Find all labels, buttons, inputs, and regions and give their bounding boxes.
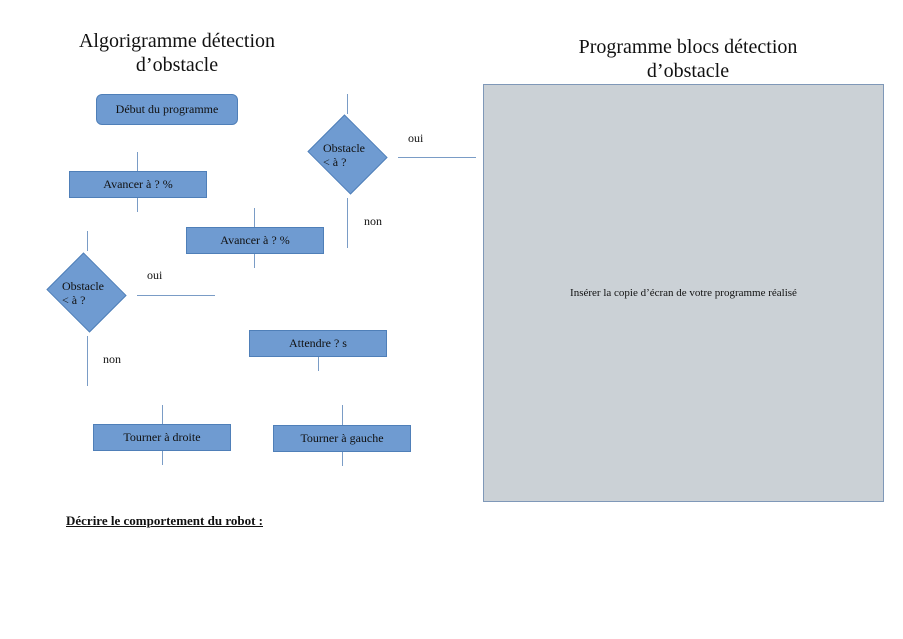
yes-label: oui: [408, 131, 424, 145]
connector-line: [137, 295, 215, 296]
left-title-line1: Algorigramme détection: [78, 30, 276, 52]
obstacle-decision-left[interactable]: Obstacle < à ?: [37, 250, 137, 336]
decision-label-line1: Obstacle: [62, 279, 104, 293]
decision-label-line1: Obstacle: [323, 141, 365, 155]
start-block[interactable]: Début du programme: [96, 94, 238, 125]
decision-label-line2: < à ?: [323, 155, 347, 169]
connector-line: [87, 336, 88, 386]
connector-line: [254, 208, 255, 228]
connector-line: [87, 231, 88, 251]
turn-right-block[interactable]: Tourner à droite: [93, 424, 231, 451]
connector-line: [347, 94, 348, 114]
connector-line: [137, 198, 138, 212]
connector-line: [398, 157, 476, 158]
right-title: Programme blocs détection d’obstacle: [553, 35, 823, 83]
decision-label-line2: < à ?: [62, 293, 86, 307]
no-label: non: [364, 214, 382, 228]
connector-line: [162, 405, 163, 425]
connector-line: [342, 452, 343, 466]
program-screenshot-placeholder[interactable]: Insérer la copie d’écran de votre progra…: [483, 84, 884, 502]
describe-robot-heading: Décrire le comportement du robot :: [66, 513, 263, 528]
connector-line: [342, 405, 343, 425]
right-title-line1: Programme blocs détection: [578, 36, 798, 58]
advance-block-2[interactable]: Avancer à ? %: [186, 227, 324, 254]
connector-line: [318, 357, 319, 371]
left-title: Algorigramme détection d’obstacle: [52, 29, 302, 77]
right-title-line2: d’obstacle: [646, 60, 730, 82]
wait-block[interactable]: Attendre ? s: [249, 330, 387, 357]
connector-line: [254, 254, 255, 268]
no-label: non: [103, 352, 121, 366]
connector-line: [347, 198, 348, 248]
advance-block-1[interactable]: Avancer à ? %: [69, 171, 207, 198]
yes-label: oui: [147, 268, 163, 282]
connector-line: [162, 451, 163, 465]
left-title-line2: d’obstacle: [135, 54, 219, 76]
obstacle-decision-top[interactable]: Obstacle < à ?: [298, 112, 398, 198]
connector-line: [137, 152, 138, 172]
placeholder-text: Insérer la copie d’écran de votre progra…: [570, 287, 797, 299]
turn-left-block[interactable]: Tourner à gauche: [273, 425, 411, 452]
